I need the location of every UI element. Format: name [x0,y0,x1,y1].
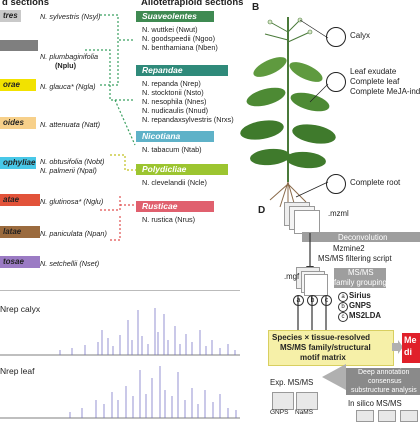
gnps-db-icon [272,392,294,410]
allo-section-repandae: Repandae [136,65,228,76]
organ-leaf-exudate: Leaf exudate [350,67,397,76]
trace-label-leaf: Nrep leaf [0,366,35,376]
exp-msms-label: Exp. MS/MS [270,378,314,387]
species-nglu: N. glutinosa* (Nglu) [40,197,104,206]
insilico-label: In silico MS/MS [348,399,402,408]
species-nwut: N. wuttkei (Nwut) [142,25,198,34]
species-ngoo: N. goodspeedii (Ngoo) [142,34,216,43]
species-nrep: N. repanda (Nrep) [142,79,201,88]
red-box-line-1: Me [404,335,417,345]
species-nben: N. benthamiana (Nben) [142,43,218,52]
filter-label: MS/MS filtering script [318,254,392,263]
red-box-line-2: di [404,347,412,357]
tool-ms2lda: MS2LDA [349,311,382,320]
species-nsyl: N. sylvestris (Nsyl) [40,12,101,21]
tool-a-icon: a [293,295,304,306]
diploid-section-undulatae: tosae [0,256,40,268]
diploid-section-trigonophyllae-blue: ophyliae [0,157,36,169]
deconvolution-box [302,232,420,242]
allo-section-suaveolentes: Suaveolentes [136,11,214,22]
species-npal: N. palmerii (Npal) [40,166,97,175]
root-icon [326,174,346,194]
tool-a-badge: a [338,292,348,302]
species-nnes: N. nesophila (Nnes) [142,97,207,106]
diploid-section-noctiflorae: orae [0,79,36,91]
organ-complete-meja: Complete MeJA-ind [350,87,420,96]
calyx-trace [0,308,240,356]
organ-complete-leaf: Complete leaf [350,77,400,86]
panel-b-label: B [252,2,260,13]
matrix-line-1: Species × tissue-resolved [272,333,371,342]
insilico-icon-2 [378,410,396,422]
species-nplu: N. plumbaginifolia [40,52,99,61]
nams-db-icon [296,392,318,410]
species-nrus: N. rustica (Nrus) [142,215,196,224]
allo-section-polydicliae: Polydicliae [136,164,228,175]
tool-sirius: Sirius [349,291,371,300]
metabolic-diversity-box [402,333,420,363]
species-ngla: N. glauca* (Ngla) [40,82,96,91]
calyx-icon [326,27,346,47]
tool-gnps: GNPS [349,301,372,310]
tool-c-icon: c [321,295,332,306]
organ-complete-root: Complete root [350,178,401,187]
exp-arrow [322,364,346,390]
allotetraploid-sections-header: Allotetraploid sections [141,0,244,8]
insilico-icon-1 [356,410,374,422]
motif-matrix-box [268,330,394,366]
allo-section-nicotiana: Nicotiana [136,131,214,142]
species-nplu-code: (Nplu) [55,61,77,70]
mzml-file-stack [284,202,320,234]
trace-label-calyx: Nrep calyx [0,304,41,314]
diploid-section-petunioides: oides [0,117,36,129]
chromatogram-traces [0,308,240,419]
diploid-section-trigonophyllae [0,40,38,51]
species-nrxs: N. repandaxsylvestris (Nrxs) [142,115,234,124]
species-ncle: N. clevelandii (Ncle) [142,178,207,187]
tool-c-badge: c [338,312,348,322]
panel-d-label: D [258,205,266,216]
leaf-icon [326,72,346,92]
tool-b-icon: b [307,295,318,306]
matrix-line-3: motif matrix [300,353,346,362]
diploid-section-paniculatae: latae [0,226,40,238]
gnps-db-label: GNPS [270,409,289,416]
diploid-sections-header: d sections [2,0,49,8]
species-natt: N. attenuata (Natt) [40,120,101,129]
species-npan: N. paniculata (Npan) [40,229,107,238]
diploid-section-sylvestres: tres [0,10,21,22]
species-nnud: N. nudicaulis (Nnud) [142,106,209,115]
species-nobt: N. obtusifolia (Nobt) [40,157,105,166]
plant-illustration [240,17,336,212]
species-ntab: N. tabacum (Ntab) [142,145,202,154]
species-nset: N. setchellii (Nset) [40,259,100,268]
panel-c-divider [0,290,240,291]
nams-db-label: NaMS [295,409,314,416]
matrix-line-2: MS/MS family/structural [280,343,371,352]
deep-line-3: substructure analysis [351,387,417,394]
deep-line-1: Deep annotation [358,369,410,376]
msms-family-grouping: family grouping [334,278,387,287]
deep-line-2: consensus [368,378,402,385]
deconvolution-label: Deconvolution [338,233,388,242]
deep-annotation-box [346,368,420,395]
tool-b-badge: b [338,302,348,312]
species-nsto: N. stocktonii (Nsto) [142,88,204,97]
diploid-section-tomentosae: atae [0,194,40,206]
mgf-file-stack [296,267,328,296]
allo-section-rusticae: Rusticae [136,201,214,212]
msms-family-label: MS/MS [348,268,374,277]
mzmine-label: Mzmine2 [333,244,365,253]
mgf-label: .mgf [284,272,300,281]
matrix-arrow [392,340,403,354]
insilico-icon-3 [400,410,418,422]
leaf-trace [0,366,240,419]
organ-calyx: Calyx [350,31,371,40]
mzml-label: .mzml [328,209,349,218]
msms-family-box [334,268,386,288]
